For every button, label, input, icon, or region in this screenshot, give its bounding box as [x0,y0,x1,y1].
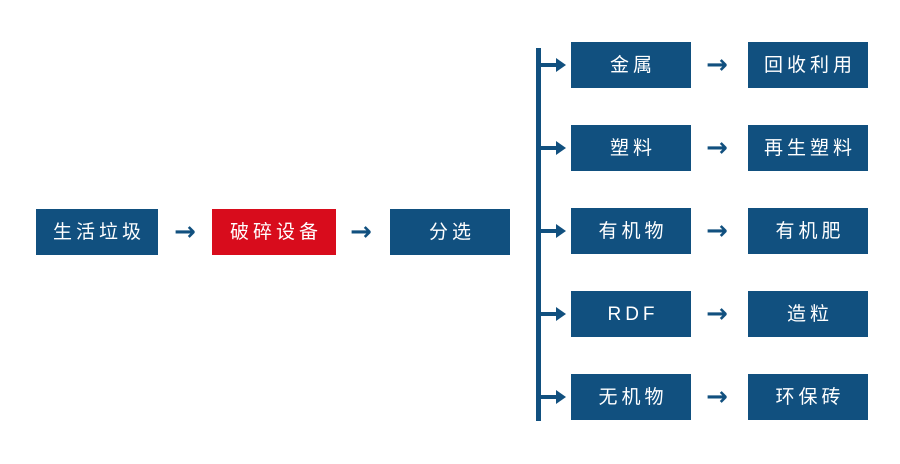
node-product-recycled-plastic[interactable]: 再生塑料 [748,125,868,171]
node-material-organic[interactable]: 有机物 [571,208,691,254]
branch-connector-line [541,229,559,233]
node-product-organic-fertilizer[interactable]: 有机肥 [748,208,868,254]
branch-connector-line [541,312,559,316]
node-product-granulation[interactable]: 造粒 [748,291,868,337]
branch-bus-line [536,48,541,421]
arrow-right-icon: → [706,133,728,163]
branch-arrow-head-icon [556,58,566,72]
node-product-recycling[interactable]: 回收利用 [748,42,868,88]
node-domestic-waste[interactable]: 生活垃圾 [36,209,158,255]
node-material-plastic[interactable]: 塑料 [571,125,691,171]
node-sorting[interactable]: 分选 [390,209,510,255]
arrow-right-icon: → [174,217,196,247]
arrow-right-icon: → [706,50,728,80]
arrow-right-icon: → [706,382,728,412]
arrow-right-icon: → [706,299,728,329]
branch-arrow-head-icon [556,390,566,404]
arrow-right-icon: → [350,217,372,247]
node-crushing-equipment[interactable]: 破碎设备 [212,209,336,255]
node-material-metal[interactable]: 金属 [571,42,691,88]
branch-connector-line [541,63,559,67]
branch-arrow-head-icon [556,141,566,155]
branch-connector-line [541,395,559,399]
branch-arrow-head-icon [556,224,566,238]
node-product-eco-brick[interactable]: 环保砖 [748,374,868,420]
branch-arrow-head-icon [556,307,566,321]
node-material-rdf[interactable]: RDF [571,291,691,337]
branch-connector-line [541,146,559,150]
arrow-right-icon: → [706,216,728,246]
node-material-inorganic[interactable]: 无机物 [571,374,691,420]
